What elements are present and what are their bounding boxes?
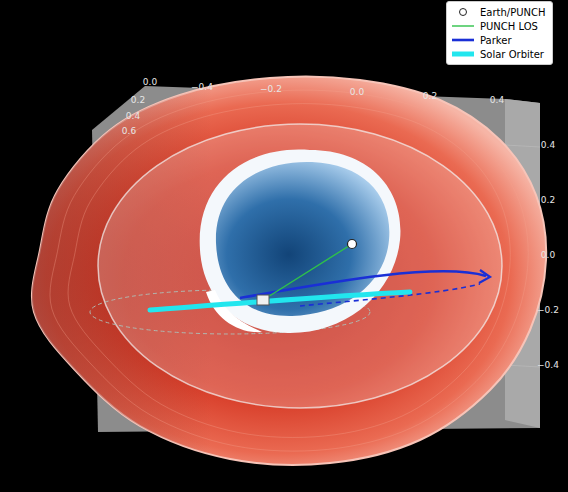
legend-row: Solar Orbiter (451, 47, 546, 61)
axis-tick-label: −0.2 (537, 305, 559, 315)
axis-tick-label: 0.4 (126, 111, 140, 121)
legend-row: PUNCH LOS (451, 19, 546, 33)
legend-sample (451, 34, 475, 46)
axis-tick-label: 0.4 (541, 140, 555, 150)
surface-ripple (50, 90, 528, 451)
surface-shade (32, 77, 546, 465)
legend-row: Parker (451, 33, 546, 47)
earth-marker (348, 240, 357, 249)
axis-tick-label: −0.2 (260, 84, 282, 94)
legend-row: Earth/PUNCH (451, 5, 546, 19)
outer-boundary-surface (32, 77, 546, 465)
legend-text: PUNCH LOS (480, 21, 538, 32)
axis-tick-label: −0.4 (537, 360, 559, 370)
axis-tick-label: 0.2 (541, 195, 555, 205)
axis-tick-label: 0.2 (423, 91, 437, 101)
axis-tick-label: 0.6 (122, 126, 136, 136)
surface-ripples (50, 90, 528, 451)
punch-line-of-sight (263, 244, 352, 300)
spacecraft-marker (257, 295, 269, 305)
legend-sample (451, 6, 475, 18)
legend-text: Earth/PUNCH (480, 7, 546, 18)
legend-sample (451, 20, 475, 32)
legend-sample (451, 48, 475, 60)
surface-ripple (68, 104, 510, 438)
axis-tick-label: 0.2 (131, 95, 145, 105)
axis-tick-label: 0.0 (143, 77, 157, 87)
translucent-disk (98, 124, 502, 408)
legend-box: Earth/PUNCH PUNCH LOS ParkerSolar Orbiter (446, 1, 553, 65)
solar-orbiter-orbit (150, 292, 410, 310)
axis-tick-label: −0.4 (191, 82, 213, 92)
legend-text: Parker (480, 35, 512, 46)
axis-tick-label: 0.4 (490, 95, 504, 105)
axis-tick-label: 0.0 (541, 250, 555, 260)
legend-text: Solar Orbiter (480, 49, 544, 60)
parker-arrow (479, 270, 490, 283)
axis-tick-label: 0.0 (350, 87, 364, 97)
